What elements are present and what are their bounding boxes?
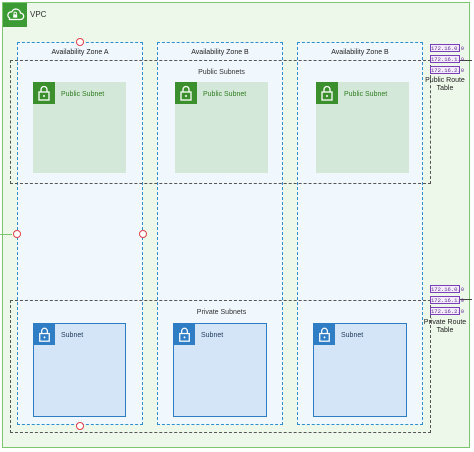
public-route-cidr[interactable]: 172.16.2.0: [430, 66, 465, 74]
public-route-cidr[interactable]: 172.16.1.0: [430, 55, 465, 63]
private-subnet-c[interactable]: Subnet: [313, 323, 407, 417]
private-route-cidr[interactable]: 172.16.2.0: [430, 307, 465, 315]
private-subnets-label: Private Subnets: [196, 309, 247, 316]
resize-handle-top[interactable]: [76, 38, 84, 46]
private-route-cidr[interactable]: 172.16.0.0: [430, 285, 465, 293]
vpc-label: VPC: [30, 10, 47, 19]
public-subnets-label: Public Subnets: [198, 69, 245, 76]
public-subnet-label: Public Subnet: [344, 91, 388, 98]
lock-icon: [34, 324, 55, 345]
resize-handle-right[interactable]: [139, 230, 147, 238]
private-subnet-label: Subnet: [341, 332, 364, 339]
public-route-cidr[interactable]: 172.16.0.0: [430, 44, 465, 52]
private-route-table-label: Private Route Table: [423, 319, 467, 334]
lock-icon: [314, 324, 335, 345]
left-edge-connector: [0, 234, 12, 235]
lock-icon: [175, 82, 197, 104]
lock-icon: [174, 324, 195, 345]
private-subnets-group[interactable]: Private Subnets: [10, 300, 431, 433]
private-subnet-b[interactable]: Subnet: [173, 323, 267, 417]
private-route-cidr[interactable]: 172.16.1.0: [430, 296, 465, 304]
private-subnet-label: Subnet: [201, 332, 224, 339]
public-subnet-label: Public Subnet: [203, 91, 247, 98]
private-route-connector: [459, 299, 472, 300]
lock-icon: [316, 82, 338, 104]
public-subnet-label: Public Subnet: [61, 91, 105, 98]
lock-icon: [33, 82, 55, 104]
public-subnets-group[interactable]: Public Subnets: [10, 60, 431, 184]
az-label: Availability Zone B: [191, 49, 249, 56]
cloud-lock-icon: [3, 3, 27, 27]
az-label: Availability Zone B: [331, 49, 389, 56]
public-subnet-b[interactable]: Public Subnet: [175, 82, 268, 173]
public-subnet-a[interactable]: Public Subnet: [33, 82, 126, 173]
public-subnet-c[interactable]: Public Subnet: [316, 82, 409, 173]
public-route-connector: [459, 60, 472, 61]
az-label: Availability Zone A: [51, 49, 109, 56]
resize-handle-left[interactable]: [13, 230, 21, 238]
public-route-table-label: Public Route Table: [425, 77, 465, 92]
private-subnet-label: Subnet: [61, 332, 84, 339]
private-subnet-a[interactable]: Subnet: [33, 323, 126, 417]
resize-handle-bottom[interactable]: [76, 422, 84, 430]
